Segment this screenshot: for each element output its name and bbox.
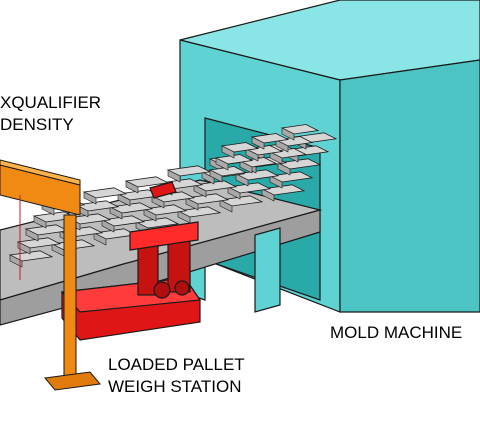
pallet-block-side — [209, 169, 223, 183]
pallet-block-side — [275, 139, 289, 153]
pallet-block-side — [219, 199, 233, 213]
pallet-block-side — [215, 157, 229, 171]
qualifier-label-line1: XQUALIFIER — [0, 93, 102, 112]
density-qualifier-frame — [0, 159, 101, 391]
pallet-block-side — [281, 127, 295, 141]
pallet-block-side — [25, 228, 39, 242]
pallet-block-side — [251, 136, 265, 150]
pallet-block-side — [235, 173, 249, 187]
qualifier-beam-top — [0, 159, 81, 186]
pallet-block-side — [227, 186, 241, 200]
pallet-block-side — [277, 162, 291, 176]
pallet-block-side — [101, 219, 115, 233]
pallet-block-side — [117, 193, 131, 207]
pallet-block-side — [17, 241, 31, 255]
weigh-station-wheel-b — [174, 280, 190, 296]
pallet-block-side — [185, 197, 199, 211]
mold-machine-side — [339, 59, 480, 313]
pallet-marker — [149, 181, 177, 199]
pallet-block-side — [193, 184, 207, 198]
pallet-block-side — [239, 160, 253, 174]
pallet-block-side — [93, 232, 107, 246]
pallet-block-side — [9, 254, 23, 268]
weigh-station-label-line2: WEIGH STATION — [108, 377, 242, 396]
qualifier-post — [63, 214, 77, 381]
pallet-block-side — [151, 195, 165, 209]
weigh-station-platform — [129, 221, 199, 251]
pallet-block-side — [269, 175, 283, 189]
weigh-station-label-line1: LOADED PALLET — [108, 355, 245, 374]
pallet-block-side — [83, 191, 97, 205]
pallet-block-side — [245, 148, 259, 162]
pallet-block-side — [143, 208, 157, 222]
qualifier-label-line2: DENSITY — [0, 115, 74, 134]
mold-machine-label: MOLD MACHINE — [330, 323, 463, 342]
pallet-block-side — [221, 145, 235, 159]
conveyor-support — [254, 227, 281, 313]
weigh-station-wheel-a — [153, 281, 171, 299]
pallet-block-side — [261, 188, 275, 202]
pallet-block-side — [269, 151, 283, 165]
qualifier-foot — [44, 371, 101, 391]
pallet-block-side — [125, 180, 139, 194]
mold-machine — [179, 0, 480, 313]
pallet-block-side — [109, 206, 123, 220]
pallet-block-side — [33, 215, 47, 229]
pallet-block-side — [167, 169, 181, 183]
pallet-blocks — [8, 124, 338, 268]
